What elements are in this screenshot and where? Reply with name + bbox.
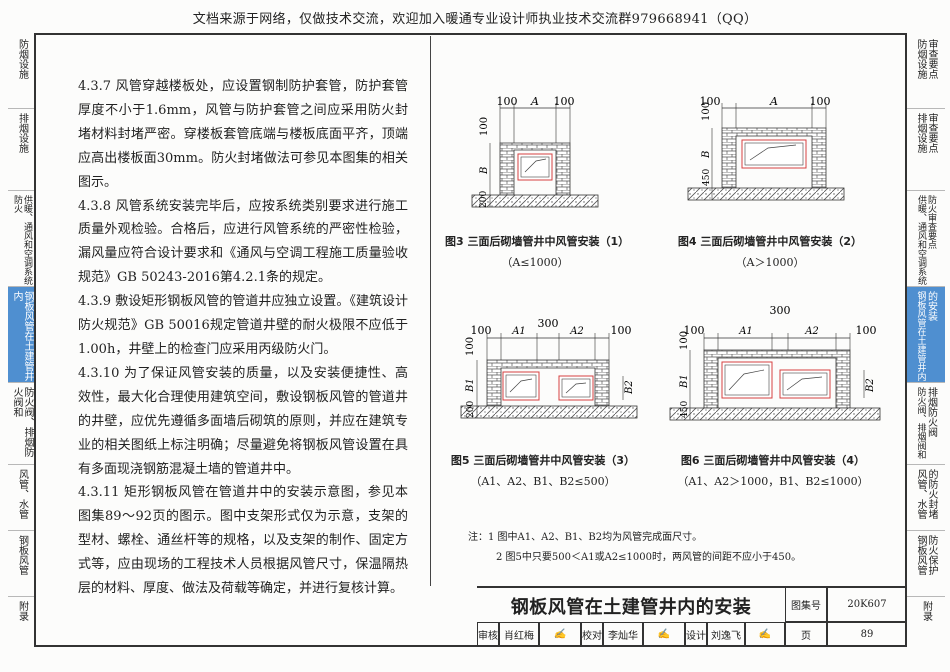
clause-4-3-9: 4.3.9 敷设矩形钢板风管的管道井应独立设置。《建筑设计防火规范》GB 500… (78, 294, 408, 357)
fig4-dim-a: A (769, 95, 778, 108)
left-tab-dampers[interactable]: 防火阀、排烟防火阀和 (8, 383, 36, 465)
source-banner: 文档来源于网络，仅做技术交流，欢迎加入暖通专业设计师执业技术交流群9796689… (192, 12, 758, 27)
figure-4-condition: （A＞1000） (735, 256, 805, 269)
clause-4-3-11: 4.3.11 矩形钢板风管在管道井中的安装示意图，参见本图集89～92页的图示。… (78, 485, 408, 597)
figure-3-diagram: 100 A 100 100 B 200 (471, 95, 599, 208)
right-tab-smoke-exhaust[interactable]: 排烟设施审查要点 (907, 109, 945, 191)
fig6-dim-bottom: 450 (680, 401, 690, 418)
fig5-dim-gap: 300 (538, 318, 559, 330)
right-tab-dampers[interactable]: 防火阀、排烟阀和排烟防火阀 (907, 383, 945, 465)
figure-3-caption: 图3 三面后砌墙管井中风管安装（1） (445, 235, 630, 248)
checker-name: 李灿华 (603, 622, 643, 647)
right-tab-duct-in-shaft[interactable]: 钢板风管在土建管井内的安装 (907, 287, 945, 383)
fig4-dim-bottom: 450 (702, 169, 712, 186)
title-block: 钢板风管在土建管井内的安装 图集号 20K607 审核 肖红梅 ✍ 校对 李灿华… (477, 586, 907, 647)
figure-notes: 注：1 图中A1、A2、B1、B2均为风管完成面尺寸。 2 图5中只要500＜A… (468, 528, 801, 568)
fig6-dim-left: 100 (684, 324, 705, 337)
fig3-dim-bottom: 200 (479, 191, 489, 208)
spec-text-column: 4.3.7 风管穿越楼板处，应设置钢制防护套管，防护套管厚度不小于1.6mm，风… (78, 75, 408, 601)
note-1: 注：1 图中A1、A2、B1、B2均为风管完成面尺寸。 (468, 532, 703, 543)
fig6-dim-gap: 300 (770, 304, 791, 317)
right-tab-hvac-fire[interactable]: 供暖、通风和空调系统防火审查要点 (907, 191, 945, 287)
fig4-dim-top: 100 (701, 102, 712, 121)
figure-6-diagram: 100 A1 300 A2 100 100 B1 450 B2 (669, 304, 881, 421)
drawing-frame (34, 33, 907, 647)
clause-4-3-8: 4.3.8 风管系统安装完毕后，应按系统类别要求进行施工质量外观检验。合格后，应… (78, 198, 408, 286)
figure-3-condition: （A≤1000） (501, 256, 569, 269)
right-tab-duct-pipe[interactable]: 风管、水管的防火封堵 (907, 465, 945, 531)
designer-signature: ✍ (745, 622, 785, 647)
fig5-dim-bottom: 200 (466, 401, 476, 418)
right-chapter-tabs: 防烟设施审查要点 排烟设施审查要点 供暖、通风和空调系统防火审查要点 钢板风管在… (907, 35, 945, 647)
clause-4-3-7: 4.3.7 风管穿越楼板处，应设置钢制防护套管，防护套管厚度不小于1.6mm，风… (78, 79, 408, 190)
atlas-number: 20K607 (827, 586, 907, 622)
fig4-dim-left: 100 (700, 95, 721, 108)
reviewer-signature: ✍ (539, 622, 581, 647)
fig6-dim-b1: B1 (679, 374, 690, 389)
design-label: 设计 (685, 622, 707, 647)
fig5-dim-a1: A1 (511, 326, 526, 337)
reviewer-name: 肖红梅 (499, 622, 539, 647)
fig6-dim-right: 100 (856, 324, 877, 337)
figure-5-caption: 图5 三面后砌墙管井中风管安装（3） (450, 454, 636, 467)
right-tab-appendix[interactable]: 附录 (920, 601, 932, 621)
figure-6-condition: （A1、A2＞1000，B1、B2≤1000） (677, 475, 869, 488)
figure-5-condition: （A1、A2、B1、B2≤500） (470, 475, 616, 488)
fig4-dim-right: 100 (810, 95, 831, 108)
designer-name: 刘逸飞 (707, 622, 745, 647)
fig5-dim-top: 100 (465, 337, 476, 356)
fig6-dim-top: 100 (679, 331, 690, 350)
right-tab-steel-duct[interactable]: 钢板风管防火保护 (907, 531, 945, 597)
left-tab-duct-pipe[interactable]: 风管、水管 (8, 465, 36, 531)
left-tab-steel-duct[interactable]: 钢板风管 (8, 531, 36, 597)
fig3-dim-left: 100 (497, 95, 518, 108)
figure-6-caption: 图6 三面后砌墙管井中风管安装（4） (680, 454, 866, 467)
fig6-dim-b2: B2 (865, 378, 876, 393)
left-chapter-tabs: 防烟设施 排烟设施 供暖、通风和空调系统防火 钢板风管在土建管井内 防火阀、排烟… (8, 35, 36, 647)
fig5-dim-left: 100 (471, 324, 492, 337)
fig6-dim-a2: A2 (804, 326, 819, 337)
left-tab-hvac-fire[interactable]: 供暖、通风和空调系统防火 (8, 191, 36, 287)
fig5-dim-right: 100 (611, 324, 632, 337)
atlas-label: 图集号 (785, 586, 827, 622)
fig3-dim-a: A (530, 95, 539, 108)
left-tab-smoke-exhaust[interactable]: 排烟设施 (8, 109, 36, 191)
column-divider (430, 36, 431, 586)
fig3-dim-b: B (479, 167, 490, 175)
fig5-dim-a2: A2 (569, 326, 584, 337)
fig3-dim-right: 100 (554, 95, 575, 108)
drawing-title: 钢板风管在土建管井内的安装 (477, 586, 786, 624)
fig4-dim-b: B (701, 151, 712, 159)
left-tab-appendix[interactable]: 附录 (16, 601, 28, 621)
fig6-dim-a1: A1 (738, 326, 753, 337)
fig5-dim-b2: B2 (624, 380, 635, 395)
note-2: 2 图5中只要500＜A1或A2≤1000时，两风管的间距不应小于450。 (496, 552, 802, 563)
left-tab-duct-in-shaft[interactable]: 钢板风管在土建管井内 (8, 287, 36, 383)
check-label: 校对 (581, 622, 603, 647)
figure-5-diagram: 100 A1 300 A2 100 100 B1 200 B2 (460, 318, 638, 419)
right-tab-smoke-control[interactable]: 防烟设施审查要点 (907, 35, 945, 109)
left-tab-smoke-control[interactable]: 防烟设施 (8, 35, 36, 109)
figure-4-caption: 图4 三面后砌墙管井中风管安装（2） (677, 235, 863, 248)
review-label: 审核 (477, 622, 499, 647)
figure-4-diagram: 100 A 100 100 B 450 (687, 95, 845, 201)
clause-4-3-10: 4.3.10 为了保证风管安装的质量，以及安装便捷性、高效性，最大化合理使用建筑… (78, 365, 408, 477)
page-label: 页 (785, 622, 827, 647)
page-number: 89 (827, 622, 907, 647)
fig5-dim-b1: B1 (465, 378, 476, 393)
checker-signature: ✍ (643, 622, 685, 647)
fig3-dim-top: 100 (479, 117, 490, 136)
